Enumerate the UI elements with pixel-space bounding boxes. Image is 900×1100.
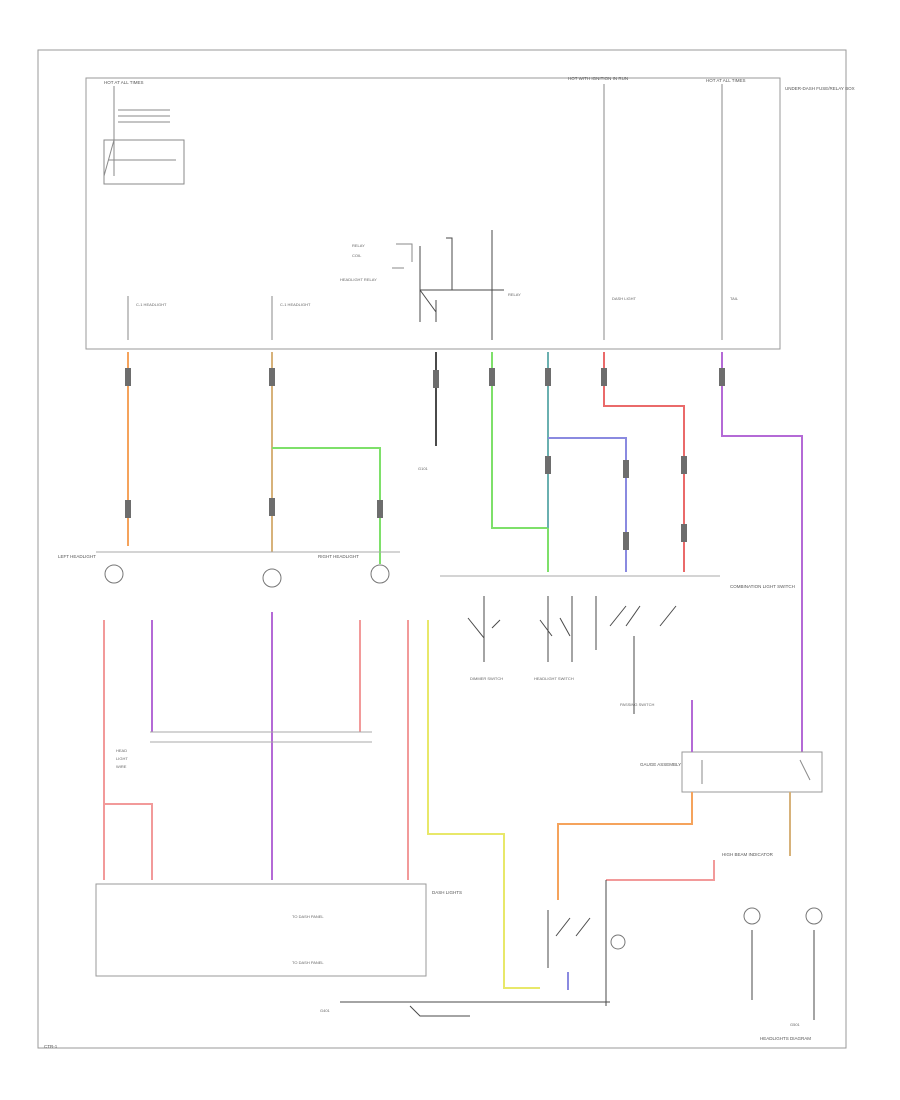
ground-label-engine: G101	[418, 466, 429, 471]
wire-red	[603, 352, 685, 572]
wire-green-cross	[272, 447, 381, 564]
fuse-label-center: HOT WITH IGNITION IN RUN	[568, 76, 628, 81]
fuse-label-right: HOT AT ALL TIMES	[706, 78, 746, 83]
fuse-relay-box: HOT AT ALL TIMES HOT WITH IGNITION IN RU…	[85, 76, 855, 350]
wire-pink-loop	[104, 803, 153, 880]
passing-switch-label: PASSING SWITCH	[620, 702, 654, 707]
svg-text:HEAD: HEAD	[116, 748, 127, 753]
svg-text:C-1 HEADLIGHT: C-1 HEADLIGHT	[136, 302, 167, 307]
ground-label-right: G501	[790, 1022, 801, 1027]
combination-switch-label: COMBINATION LIGHT SWITCH	[730, 584, 795, 589]
svg-text:LIGHT: LIGHT	[116, 756, 128, 761]
dimmer-switch-label: DIMMER SWITCH	[470, 676, 503, 681]
fuse-box-label: UNDER-DASH FUSE/RELAY BOX	[785, 86, 855, 91]
wire-green-dimmer	[491, 352, 549, 572]
svg-text:TO DASH PANEL: TO DASH PANEL	[292, 914, 324, 919]
svg-text:TAIL: TAIL	[730, 296, 739, 301]
wire-pink-indicator	[606, 860, 715, 881]
svg-text:WIRE: WIRE	[116, 764, 127, 769]
connector-marks	[125, 368, 725, 550]
headlight-switch-label: HEADLIGHT SWITCH	[534, 676, 574, 681]
gauge-assembly: GAUGE ASSEMBLY	[640, 751, 823, 793]
dash-bulb-a	[743, 907, 761, 925]
dash-panel-box: DASH LIGHTS TO DASH PANEL TO DASH PANEL	[95, 883, 462, 977]
right-headlight-label: RIGHT HEADLIGHT	[318, 554, 359, 559]
ground-label-left: G401	[320, 1008, 331, 1013]
svg-text:C-1 HEADLIGHT: C-1 HEADLIGHT	[280, 302, 311, 307]
fuse-label-left: HOT AT ALL TIMES	[104, 80, 144, 85]
right-headlight-bulb	[370, 564, 390, 584]
footer-right: HEADLIGHTS DIAGRAM	[760, 1036, 811, 1041]
left-headlight-label: LEFT HEADLIGHT	[58, 554, 96, 559]
combination-switch: COMBINATION LIGHT SWITCH DIMMER SWITCH H…	[440, 575, 795, 714]
dash-bulb-b	[805, 907, 823, 925]
dash-panel-label: DASH LIGHTS	[432, 890, 462, 895]
svg-text:HEADLIGHT RELAY: HEADLIGHT RELAY	[340, 277, 377, 282]
footer-left: CTR-1	[44, 1044, 58, 1049]
center-bulb	[262, 568, 282, 588]
outer-frame	[37, 49, 847, 1049]
left-headlight-bulb	[104, 564, 124, 584]
svg-text:DASH LIGHT: DASH LIGHT	[612, 296, 637, 301]
wire-purple-right	[721, 352, 803, 752]
high-beam-label: HIGH BEAM INDICATOR	[722, 852, 774, 857]
wire-teal-branch	[548, 437, 627, 572]
svg-text:TO DASH PANEL: TO DASH PANEL	[292, 960, 324, 965]
gauge-assembly-label: GAUGE ASSEMBLY	[640, 762, 681, 767]
relay-label: RELAY	[508, 292, 521, 297]
wire-orange-indicator	[557, 792, 693, 900]
wire-yellow	[427, 620, 540, 989]
relay: RELAY COIL HEADLIGHT RELAY	[340, 237, 453, 322]
indicator-bulb	[610, 934, 626, 950]
svg-text:COIL: COIL	[352, 253, 362, 258]
svg-text:RELAY: RELAY	[352, 243, 365, 248]
